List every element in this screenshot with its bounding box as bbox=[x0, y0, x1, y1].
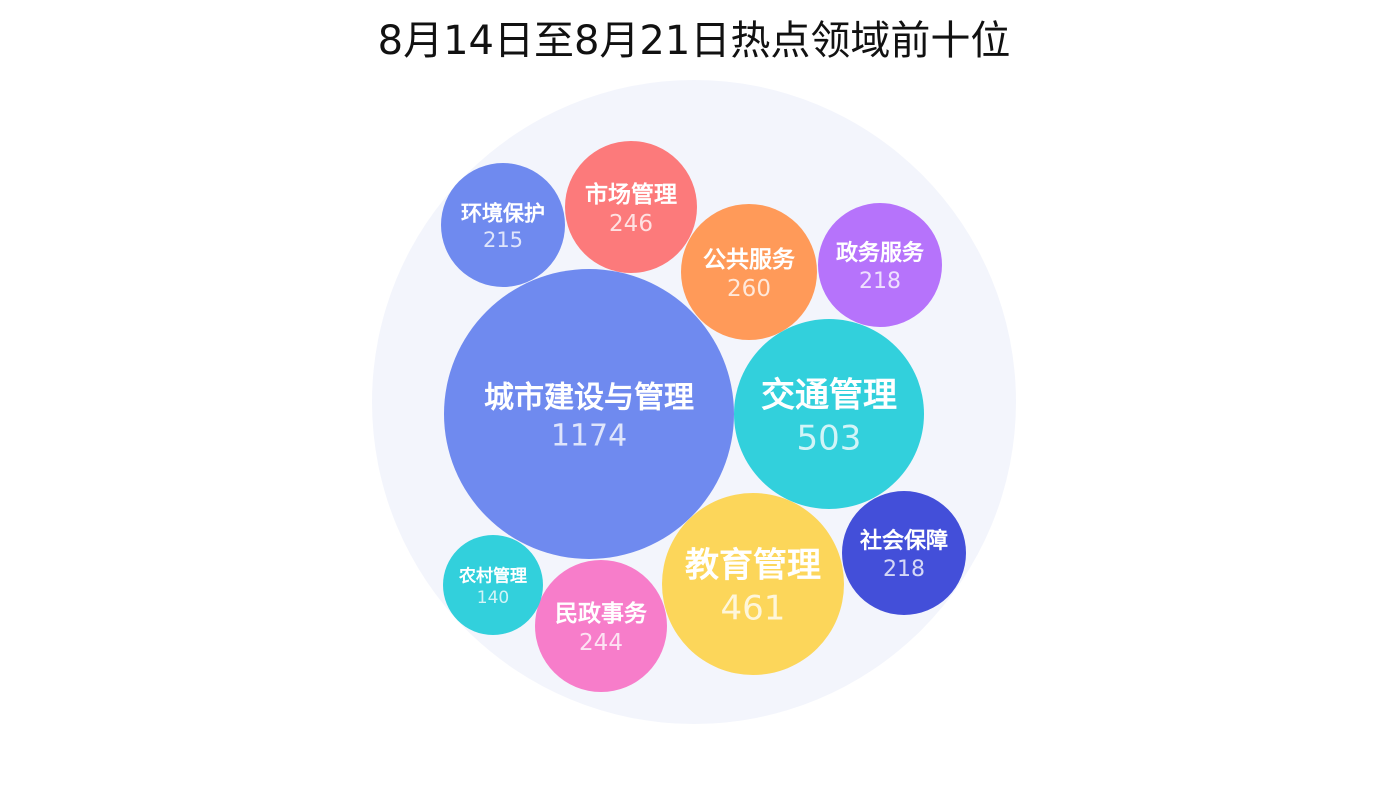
bubble-1[interactable] bbox=[444, 269, 734, 559]
bubble-value-9: 215 bbox=[483, 228, 523, 252]
bubble-value-2: 503 bbox=[797, 419, 862, 459]
bubble-value-3: 461 bbox=[721, 589, 786, 629]
bubble-10[interactable] bbox=[443, 535, 543, 635]
bubble-value-6: 244 bbox=[579, 630, 623, 656]
bubble-value-10: 140 bbox=[477, 588, 509, 608]
bubble-8[interactable] bbox=[842, 491, 966, 615]
bubble-label-10: 农村管理 bbox=[458, 565, 527, 586]
chart-title: 8月14日至8月21日热点领域前十位 bbox=[378, 18, 1011, 64]
bubble-9[interactable] bbox=[441, 163, 565, 287]
bubble-4[interactable] bbox=[681, 204, 817, 340]
bubble-value-4: 260 bbox=[727, 276, 771, 302]
bubble-7[interactable] bbox=[818, 203, 942, 327]
bubble-label-4: 公共服务 bbox=[703, 247, 796, 273]
bubble-3[interactable] bbox=[662, 493, 844, 675]
bubble-value-7: 218 bbox=[859, 269, 901, 294]
bubble-2[interactable] bbox=[734, 319, 924, 509]
bubble-label-8: 社会保障 bbox=[860, 528, 948, 554]
bubble-label-1: 城市建设与管理 bbox=[484, 380, 694, 415]
bubble-label-2: 交通管理 bbox=[761, 376, 897, 416]
bubble-value-1: 1174 bbox=[551, 419, 627, 454]
bubble-label-3: 教育管理 bbox=[685, 546, 821, 586]
bubble-6[interactable] bbox=[535, 560, 667, 692]
bubble-label-9: 环境保护 bbox=[461, 201, 545, 225]
bubble-5[interactable] bbox=[565, 141, 697, 273]
bubble-value-5: 246 bbox=[609, 211, 653, 237]
bubble-value-8: 218 bbox=[883, 557, 925, 582]
bubble-label-5: 市场管理 bbox=[585, 181, 677, 208]
bubble-label-6: 民政事务 bbox=[555, 601, 648, 627]
bubble-label-7: 政务服务 bbox=[836, 240, 925, 266]
